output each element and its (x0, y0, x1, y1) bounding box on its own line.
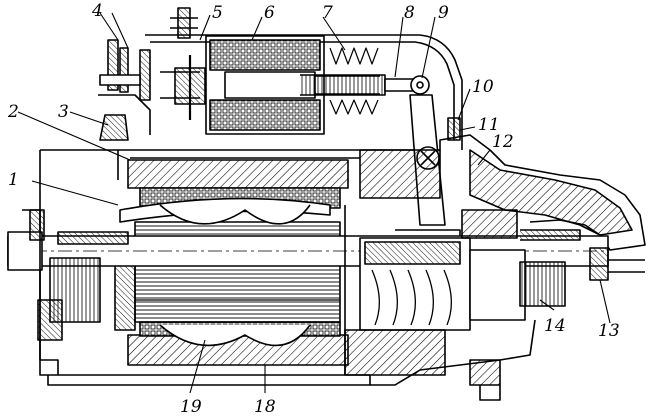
callout-11: 11 (478, 115, 500, 135)
drive-end-housing (344, 205, 645, 401)
callout-10: 10 (472, 77, 494, 97)
callout-1: 1 (8, 170, 19, 190)
callout-13: 13 (598, 321, 620, 341)
drive-assembly (359, 209, 581, 331)
callout-6: 6 (264, 3, 275, 23)
solenoid-housing (145, 34, 463, 150)
callout-3: 3 (58, 102, 69, 122)
callout-19: 19 (180, 397, 202, 416)
leader-lines (17, 12, 611, 394)
terminal-bolts (98, 7, 198, 141)
callout-14: 14 (544, 316, 566, 336)
callout-7: 7 (322, 3, 333, 23)
callout-2: 2 (7, 102, 19, 122)
callout-5: 5 (212, 3, 223, 23)
callout-12: 12 (492, 132, 514, 152)
callout-18: 18 (254, 397, 276, 416)
callouts: 1 2 3 4 5 6 7 8 9 10 11 12 13 14 18 19 (7, 1, 620, 416)
commutator-end-cap (22, 209, 63, 375)
callout-9: 9 (438, 3, 449, 23)
housing-wall (359, 149, 633, 236)
starter-drawing (7, 7, 646, 401)
callout-8: 8 (404, 3, 415, 23)
callout-4: 4 (91, 1, 103, 21)
